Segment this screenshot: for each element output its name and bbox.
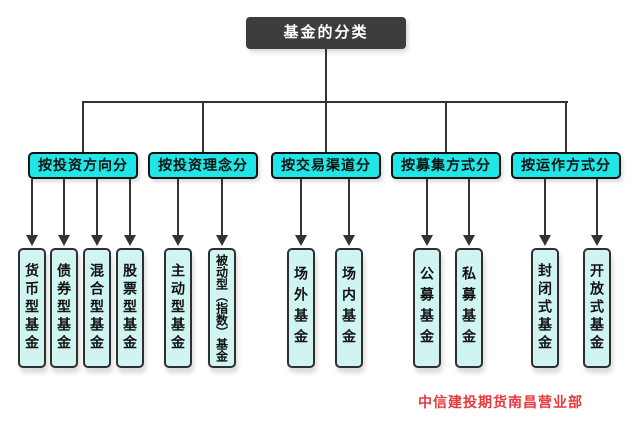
connector-root-stem	[325, 49, 327, 102]
arrow-down-icon	[26, 235, 38, 246]
category-node-operation-method: 按运作方式分	[511, 152, 621, 179]
leaf-label: 场外基金	[293, 266, 309, 350]
arrow-down-icon	[172, 235, 184, 246]
leaf-node-bond-fund: 债券型基金	[50, 248, 78, 368]
leaf-node-money-fund: 货币型基金	[18, 248, 46, 368]
arrow-line	[129, 179, 131, 237]
arrow-line	[221, 179, 223, 237]
leaf-label: 私募基金	[461, 266, 477, 350]
leaf-node-passive-index-fund: 被动型（指数）基金	[208, 248, 236, 368]
leaf-node-stock-fund: 股票型基金	[116, 248, 144, 368]
connector-drop-3	[325, 102, 327, 152]
arrow-down-icon	[91, 235, 103, 246]
connector-drop-5	[565, 102, 567, 152]
arrow-down-icon	[216, 235, 228, 246]
root-node-title: 基金的分类	[246, 17, 406, 49]
leaf-label: 主动型基金	[170, 263, 186, 353]
leaf-node-otc-fund: 场外基金	[287, 248, 315, 368]
leaf-label: 公募基金	[419, 266, 435, 350]
connector-drop-2	[202, 102, 204, 152]
leaf-node-exchange-fund: 场内基金	[335, 248, 363, 368]
arrow-line	[63, 179, 65, 237]
connector-drop-4	[445, 102, 447, 152]
leaf-label: 被动型（指数）基金	[214, 254, 229, 362]
arrow-line	[426, 179, 428, 237]
arrow-down-icon	[124, 235, 136, 246]
category-node-investment-philosophy: 按投资理念分	[148, 152, 258, 179]
leaf-node-active-fund: 主动型基金	[164, 248, 192, 368]
leaf-node-hybrid-fund: 混合型基金	[83, 248, 111, 368]
arrow-down-icon	[58, 235, 70, 246]
arrow-down-icon	[421, 235, 433, 246]
category-node-investment-direction: 按投资方向分	[28, 152, 138, 179]
arrow-down-icon	[539, 235, 551, 246]
connector-drop-1	[82, 102, 84, 152]
arrow-line	[544, 179, 546, 237]
leaf-node-private-fund: 私募基金	[455, 248, 483, 368]
leaf-node-public-fund: 公募基金	[413, 248, 441, 368]
arrow-line	[300, 179, 302, 237]
arrow-down-icon	[463, 235, 475, 246]
leaf-label: 股票型基金	[122, 263, 138, 353]
arrow-line	[596, 179, 598, 237]
category-node-fundraising-method: 按募集方式分	[391, 152, 501, 179]
leaf-label: 封闭式基金	[537, 263, 553, 353]
leaf-label: 场内基金	[341, 266, 357, 350]
arrow-line	[468, 179, 470, 237]
arrow-line	[348, 179, 350, 237]
leaf-node-open-end-fund: 开放式基金	[583, 248, 611, 368]
arrow-down-icon	[295, 235, 307, 246]
leaf-label: 货币型基金	[24, 263, 40, 353]
leaf-node-closed-end-fund: 封闭式基金	[531, 248, 559, 368]
arrow-down-icon	[591, 235, 603, 246]
arrow-line	[31, 179, 33, 237]
category-node-trading-channel: 按交易渠道分	[271, 152, 381, 179]
leaf-label: 债券型基金	[56, 263, 72, 353]
arrow-down-icon	[343, 235, 355, 246]
leaf-label: 开放式基金	[589, 263, 605, 353]
arrow-line	[177, 179, 179, 237]
branch-watermark-text: 中信建投期货南昌营业部	[418, 394, 583, 410]
leaf-label: 混合型基金	[89, 263, 105, 353]
arrow-line	[96, 179, 98, 237]
